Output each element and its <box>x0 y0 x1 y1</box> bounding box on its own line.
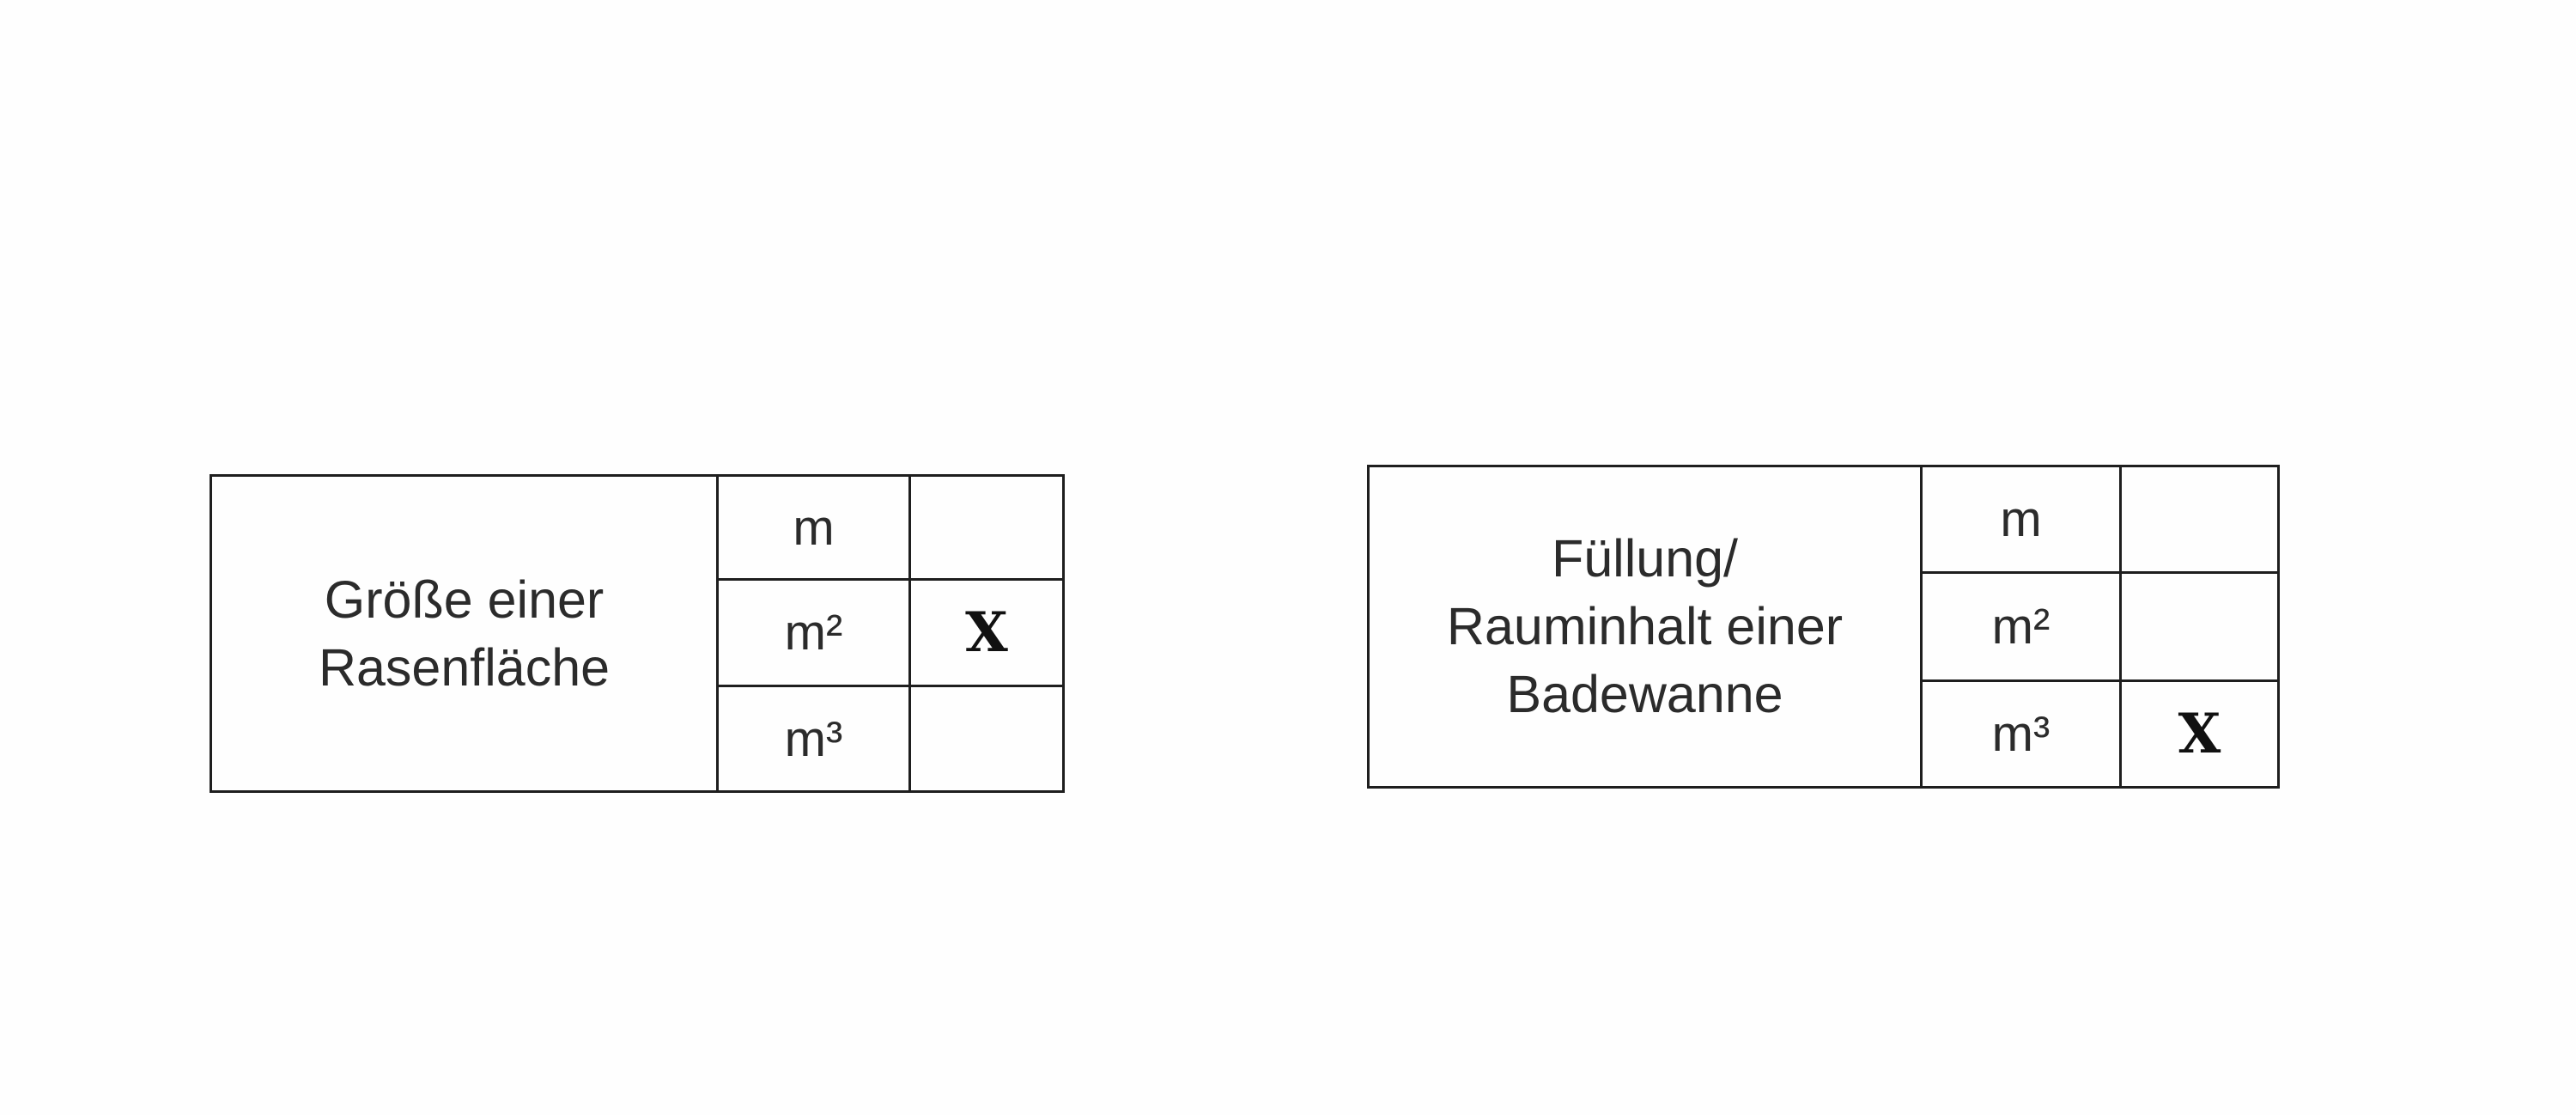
quantity-label-line: Rasenfläche <box>318 637 611 697</box>
unit-table-lawn-area: Größe einer Rasenfläche m m² X m³ <box>210 474 1065 793</box>
quantity-label-line: Füllung/ <box>1551 529 1738 588</box>
quantity-label-line: Rauminhalt einer <box>1446 597 1844 655</box>
quantity-label-line: Größe einer <box>324 570 605 629</box>
unit-cell-m2: m² <box>1920 571 2122 682</box>
quantity-label-cell: Füllung/ Rauminhalt einer Badewanne <box>1367 465 1923 789</box>
unit-cell-m: m <box>1920 465 2122 574</box>
answer-cell-m[interactable] <box>908 474 1065 581</box>
unit-cell-m: m <box>716 474 911 581</box>
answer-cell-m2[interactable] <box>2119 571 2280 682</box>
answer-cell-m3[interactable] <box>908 685 1065 793</box>
quantity-label-cell: Größe einer Rasenfläche <box>210 474 719 793</box>
answer-cell-m[interactable] <box>2119 465 2280 574</box>
quantity-label-line: Badewanne <box>1506 665 1783 723</box>
unit-cell-m3: m³ <box>1920 679 2122 789</box>
unit-table-bathtub-volume: Füllung/ Rauminhalt einer Badewanne m m²… <box>1367 465 2280 789</box>
answer-cell-m2[interactable]: X <box>908 578 1065 687</box>
answer-cell-m3[interactable]: X <box>2119 679 2280 789</box>
unit-cell-m2: m² <box>716 578 911 687</box>
unit-cell-m3: m³ <box>716 685 911 793</box>
